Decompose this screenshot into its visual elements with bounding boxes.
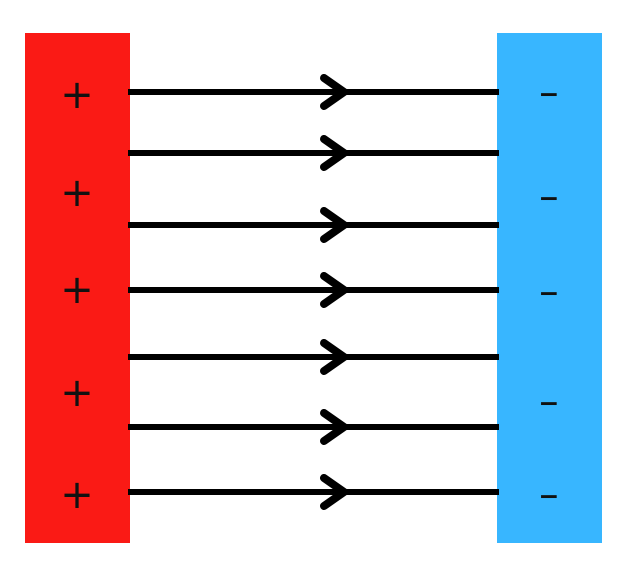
positive-plate — [25, 33, 130, 543]
field-line-arrowhead-icon — [320, 135, 351, 171]
field-line-arrowhead-icon — [320, 409, 351, 445]
plus-charge-symbol: + — [60, 72, 94, 118]
plus-charge-symbol: + — [60, 472, 94, 518]
negative-plate — [497, 33, 602, 543]
minus-charge-symbol: − — [539, 482, 560, 511]
minus-charge-symbol: − — [539, 279, 560, 308]
minus-charge-symbol: − — [539, 389, 560, 418]
field-line-arrowhead-icon — [320, 474, 351, 510]
plus-charge-symbol: + — [60, 370, 94, 416]
minus-charge-symbol: − — [539, 184, 560, 213]
field-line-arrowhead-icon — [320, 272, 351, 308]
plus-charge-symbol: + — [60, 267, 94, 313]
plus-charge-symbol: + — [60, 170, 94, 216]
minus-charge-symbol: − — [539, 80, 560, 109]
field-line-arrowhead-icon — [320, 339, 351, 375]
field-line-arrowhead-icon — [320, 74, 351, 110]
field-line-arrowhead-icon — [320, 207, 351, 243]
